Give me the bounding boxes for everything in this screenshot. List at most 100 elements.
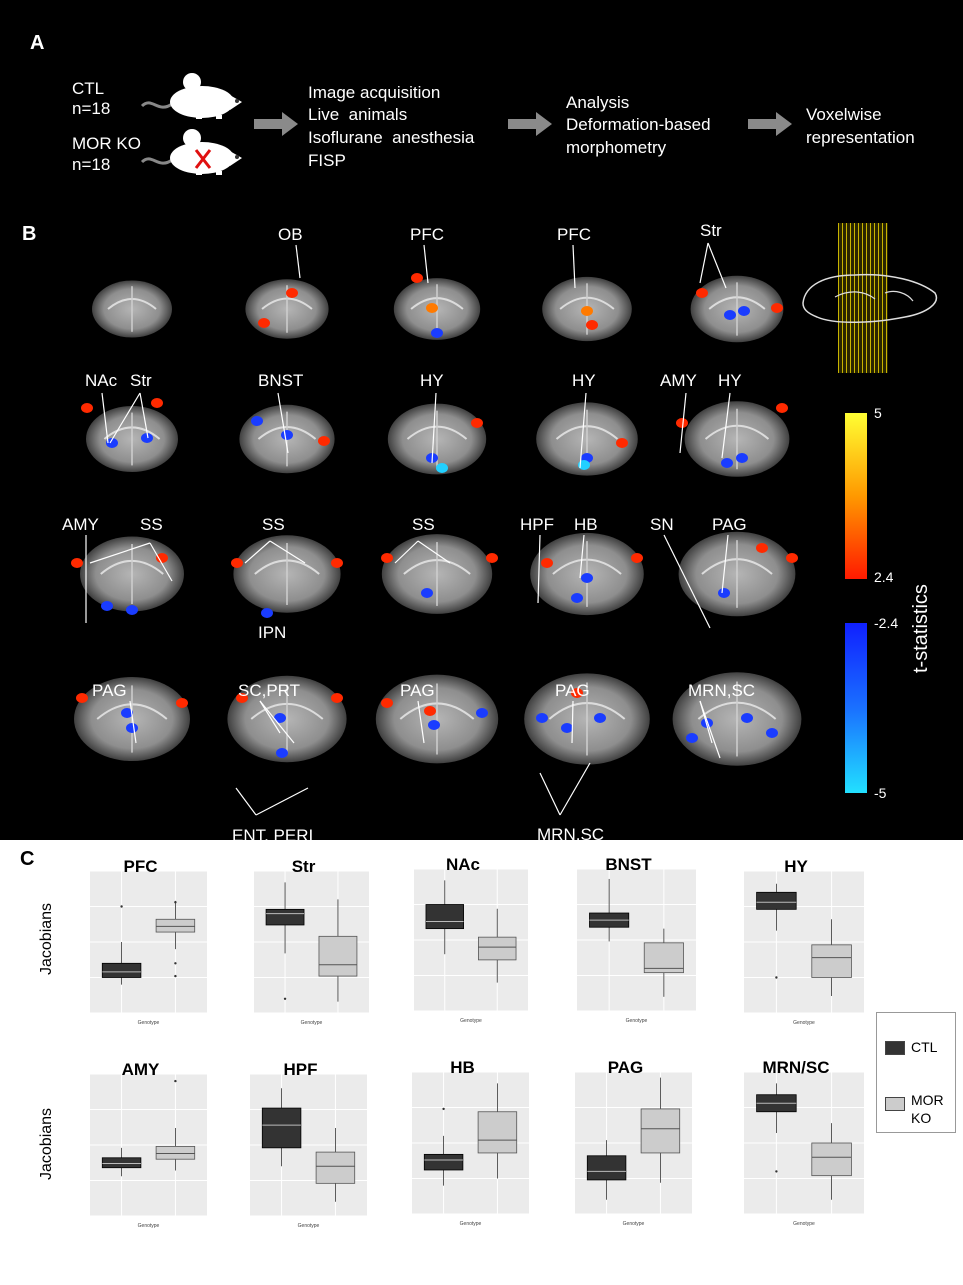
box-outlier [120, 905, 123, 908]
svg-text:Genotype: Genotype [460, 1221, 482, 1227]
box-ctl [423, 1153, 464, 1171]
sagittal-brain-outline-icon [802, 273, 938, 323]
region-label: AMY [62, 515, 99, 534]
region-label: HB [574, 515, 598, 534]
boxplot-title: AMY [121, 1060, 160, 1079]
box-ctl [265, 908, 305, 926]
region-label: Str [130, 371, 152, 390]
box-ko [155, 1146, 196, 1160]
region-label: BNST [258, 371, 304, 390]
region-label: PAG [712, 515, 747, 534]
region-label: PFC [410, 225, 444, 244]
region-label: PAG [400, 681, 435, 700]
ctl-group-n: n=18 [72, 99, 111, 118]
svg-text:Genotype: Genotype [793, 1221, 815, 1227]
positive-colorbar [845, 413, 867, 579]
box-ko [643, 942, 684, 974]
panel-a: A CTL n=18 MOR KO n=18 Image acquisition… [0, 0, 963, 203]
boxplot-title: PAG [607, 1058, 644, 1077]
legend-label-ko: MOR KO [911, 1092, 944, 1126]
boxplot-title: NAc [445, 855, 480, 874]
box-outlier [174, 974, 177, 978]
box-ctl [261, 1107, 302, 1149]
step2-line3: morphometry [566, 138, 667, 157]
region-label: SS [262, 515, 285, 534]
ko-group-n: n=18 [72, 155, 111, 174]
box-ko [811, 1142, 852, 1177]
legend-label-ctl: CTL [911, 1039, 938, 1055]
brain-slice [387, 403, 487, 475]
ko-mouse-icon [140, 129, 242, 175]
box-outlier [442, 1107, 445, 1111]
panel-c-label: C [20, 848, 35, 870]
box-ko [318, 935, 358, 977]
boxplot-nac: Genotype NAc [392, 853, 534, 1025]
box-outlier [174, 962, 177, 965]
legend-item-ctl: CTL [885, 1039, 938, 1056]
region-label: PAG [555, 681, 590, 700]
box-ko [477, 1111, 518, 1154]
boxplot-title: Str [291, 857, 316, 876]
brain-slice [231, 535, 343, 618]
ylabel-row1: Jacobians [38, 902, 55, 975]
box-outlier [775, 976, 778, 979]
region-label: MRN,SC [688, 681, 756, 700]
brain-slice [393, 273, 481, 340]
region-label: PFC [557, 225, 591, 244]
step3-line2: representation [806, 128, 915, 147]
region-label: PAG [92, 681, 127, 700]
legend-item-ko: MOR KO [885, 1073, 944, 1127]
panel-a-label: A [30, 32, 45, 54]
leader-line [539, 772, 561, 816]
panel-b-label: B [22, 223, 37, 245]
boxplot-bnst: Genotype BNST [555, 853, 702, 1025]
cb-tick-max: 5 [874, 405, 882, 421]
boxplot-title: BNST [605, 855, 652, 874]
brain-slice [92, 280, 172, 338]
region-label: IPN [258, 623, 287, 642]
brain-slice [375, 674, 499, 764]
legend-swatch-ctl [885, 1041, 905, 1056]
boxplot-title: MRN/SC [762, 1058, 830, 1077]
svg-text:Genotype: Genotype [623, 1221, 645, 1227]
step1-line1: Image acquisition [308, 83, 441, 102]
svg-text:Genotype: Genotype [793, 1020, 815, 1026]
leader-line [235, 787, 257, 816]
boxplot-pag: Genotype PAG [553, 1056, 698, 1228]
brain-slice [239, 404, 335, 474]
box-outlier [283, 997, 287, 1000]
brain-slice [74, 677, 190, 761]
svg-text:Genotype: Genotype [460, 1018, 482, 1024]
cb-tick-pos-threshold: 2.4 [874, 569, 894, 585]
colorbar-title: t-statistics [910, 584, 932, 673]
step1-line4: FISP [308, 151, 346, 170]
step3-line1: Voxelwise [806, 105, 882, 124]
step2-line1: Analysis [566, 93, 630, 112]
box-ko [640, 1108, 681, 1154]
region-label: HY [718, 371, 742, 390]
region-label: SS [140, 515, 163, 534]
brain-slice [536, 402, 638, 476]
box-outlier [174, 901, 177, 904]
svg-text:Genotype: Genotype [626, 1018, 648, 1024]
region-label: Str [700, 221, 722, 240]
brain-slice [381, 534, 498, 614]
region-label: HY [420, 371, 444, 390]
arrow-icon [508, 112, 552, 136]
box-ko [155, 918, 196, 933]
box-outlier [174, 1079, 177, 1083]
box-ctl [101, 962, 142, 978]
boxplot-title: PFC [123, 857, 158, 876]
step1-line2: Live animals [308, 105, 408, 124]
region-label: AMY [660, 371, 697, 390]
cb-tick-min: -5 [874, 785, 887, 801]
svg-text:Genotype: Genotype [298, 1223, 320, 1229]
ctl-mouse-icon [140, 73, 242, 119]
region-label: SC,PRT [238, 681, 301, 700]
negative-colorbar [845, 623, 867, 793]
leader-line [255, 787, 309, 816]
